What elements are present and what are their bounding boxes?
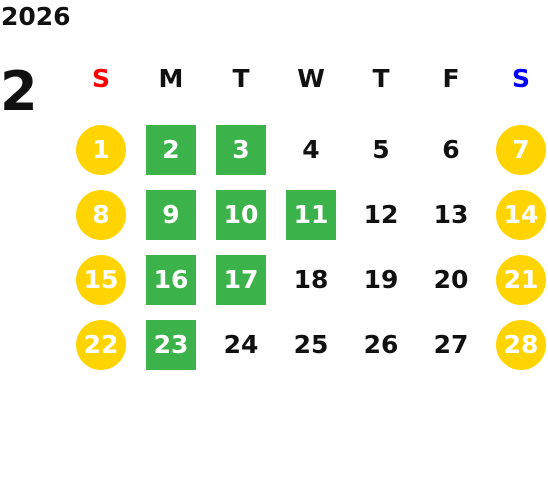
day-cell-26[interactable]: 26 [363,330,399,359]
day-cell-6[interactable]: 6 [442,135,460,164]
weekday-header-tuesday: T [232,64,250,93]
day-cell-23[interactable]: 23 [146,320,196,370]
day-cell-9[interactable]: 9 [146,190,196,240]
weekday-header-wednesday: W [297,64,325,93]
day-cell-22[interactable]: 22 [76,320,126,370]
weekday-header-thursday: T [372,64,390,93]
day-cell-10[interactable]: 10 [216,190,266,240]
day-cell-16[interactable]: 16 [146,255,196,305]
day-cell-2[interactable]: 2 [146,125,196,175]
day-cell-7[interactable]: 7 [496,125,546,175]
day-cell-8[interactable]: 8 [76,190,126,240]
day-cell-5[interactable]: 5 [372,135,390,164]
day-cell-28[interactable]: 28 [496,320,546,370]
day-cell-24[interactable]: 24 [223,330,259,359]
day-cell-20[interactable]: 20 [433,265,469,294]
day-cell-19[interactable]: 19 [363,265,399,294]
day-cell-1[interactable]: 1 [76,125,126,175]
day-cell-11[interactable]: 11 [286,190,336,240]
day-cell-14[interactable]: 14 [496,190,546,240]
weekday-header-monday: M [158,64,184,93]
day-cell-17[interactable]: 17 [216,255,266,305]
month-number: 2 [0,60,38,123]
day-cell-15[interactable]: 15 [76,255,126,305]
day-cell-18[interactable]: 18 [293,265,329,294]
weekday-header-friday: F [442,64,460,93]
day-cell-13[interactable]: 13 [433,200,469,229]
day-cell-25[interactable]: 25 [293,330,329,359]
weekday-header-saturday: S [511,64,530,93]
day-cell-4[interactable]: 4 [302,135,320,164]
day-cell-27[interactable]: 27 [433,330,469,359]
day-cell-3[interactable]: 3 [216,125,266,175]
day-cell-21[interactable]: 21 [496,255,546,305]
day-cell-12[interactable]: 12 [363,200,399,229]
year-label: 2026 [1,2,71,31]
weekday-header-sunday: S [91,64,110,93]
